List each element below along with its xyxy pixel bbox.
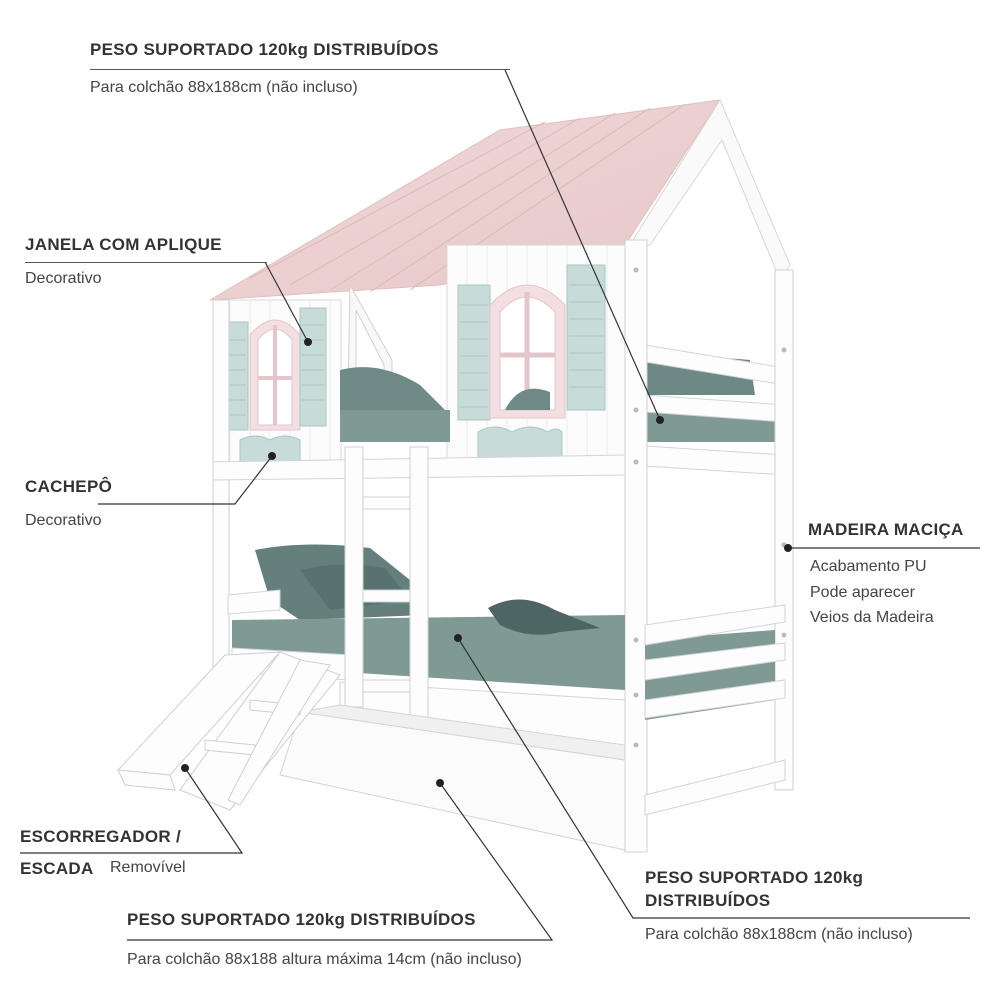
trundle-drawer <box>279 704 626 851</box>
callout-top-sub: Para colchão 88x188cm (não incluso) <box>90 79 358 96</box>
callout-madeira-title: MADEIRA MACIÇA <box>808 520 964 539</box>
callout-top-title: PESO SUPORTADO 120kg DISTRIBUÍDOS <box>90 40 439 59</box>
callout-janela-rule <box>25 262 267 263</box>
leader-lines <box>20 69 980 941</box>
callout-escorregador-sub: Removível <box>110 859 186 876</box>
callout-escorregador-title-2: ESCADA <box>20 859 94 878</box>
callout-cachepo-title: CACHEPÔ <box>25 477 113 496</box>
slide-steps <box>116 651 341 811</box>
ladder <box>344 446 429 720</box>
leader-dots <box>181 338 792 787</box>
post-bolts <box>633 267 787 748</box>
callout-bottom-left-sub: Para colchão 88x188 altura máxima 14cm (… <box>127 951 522 968</box>
callout-cachepo-sub: Decorativo <box>25 512 102 529</box>
callout-bottom-right-title-1: PESO SUPORTADO 120kg <box>645 868 864 887</box>
right-window <box>457 264 606 459</box>
callout-janela-title: JANELA COM APLIQUE <box>25 235 222 254</box>
lower-guard-rails <box>644 604 786 816</box>
callout-top-rule <box>90 69 510 70</box>
upper-guard-rails <box>629 344 786 476</box>
callout-bottom-left-title: PESO SUPORTADO 120kg DISTRIBUÍDOS <box>127 910 476 929</box>
callout-madeira-line-2: Pode aparecer <box>810 584 915 601</box>
upper-mattress <box>340 357 775 442</box>
lower-left-rail <box>227 589 281 615</box>
left-window <box>221 307 327 463</box>
callout-bottom-right-sub: Para colchão 88x188cm (não incluso) <box>645 926 913 943</box>
callout-escorregador-title-1: ESCORREGADOR / <box>20 827 181 846</box>
callout-bottom-right-title-2: DISTRIBUÍDOS <box>645 891 771 910</box>
callout-madeira-line-1: Acabamento PU <box>810 558 927 575</box>
callout-janela-sub: Decorativo <box>25 270 102 287</box>
callout-madeira-line-3: Veios da Madeira <box>810 609 934 626</box>
